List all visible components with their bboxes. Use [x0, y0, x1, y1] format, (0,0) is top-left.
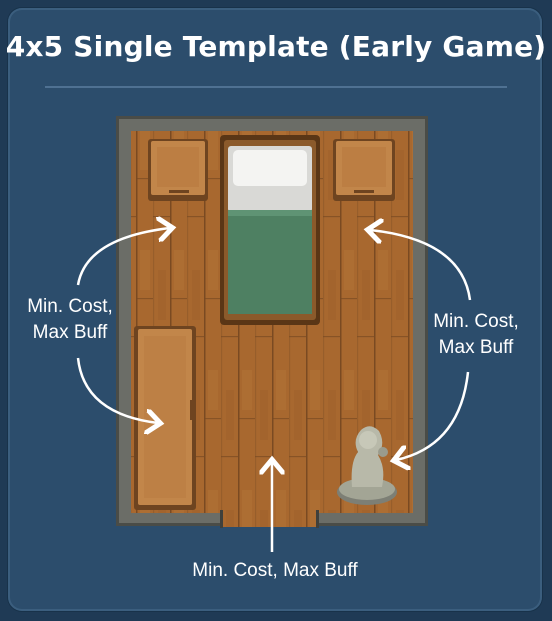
- arrow-right-lower: [396, 371, 470, 460]
- title-divider: [45, 86, 507, 88]
- door[interactable]: [220, 510, 319, 528]
- bed-blanket: [228, 210, 312, 314]
- label-right-line2: Max Buff: [438, 337, 514, 358]
- label-left-line2: Max Buff: [32, 322, 108, 343]
- bed[interactable]: [220, 135, 320, 325]
- template-title: 4x5 Single Template (Early Game): [5, 30, 547, 63]
- end-table-right[interactable]: [333, 139, 395, 201]
- label-right: Min. Cost, Max Buff: [420, 309, 532, 361]
- label-bottom: Min. Cost, Max Buff: [192, 560, 358, 581]
- label-right-line1: Min. Cost,: [433, 311, 519, 332]
- arrow-right-upper: [370, 230, 472, 301]
- end-table-left[interactable]: [148, 139, 208, 201]
- arrow-left-upper: [76, 228, 170, 286]
- label-left-line1: Min. Cost,: [27, 296, 113, 317]
- label-left: Min. Cost, Max Buff: [14, 294, 126, 346]
- arrow-left-lower: [76, 357, 158, 423]
- sculpture[interactable]: [337, 426, 397, 505]
- bed-pillow: [233, 150, 307, 186]
- dresser[interactable]: [134, 326, 196, 510]
